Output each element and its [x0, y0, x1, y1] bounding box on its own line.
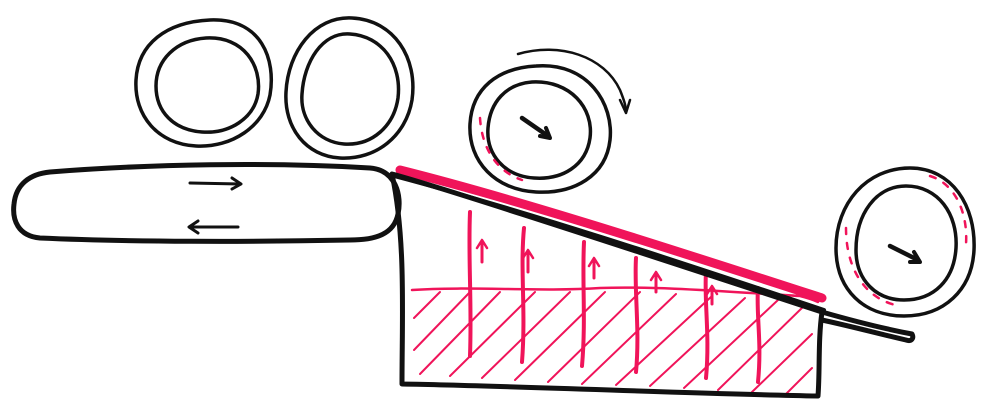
conveyor-belt — [14, 165, 399, 242]
roller-over-tray-arrow-icon — [522, 118, 550, 138]
roller-over-tray — [470, 50, 630, 192]
roller-top-left-1 — [136, 20, 271, 146]
inclined-tray — [392, 170, 913, 396]
tray-top-edge-pink — [400, 170, 822, 298]
belt-arrow-left-icon — [189, 221, 238, 233]
roller-right-arrow-icon — [890, 246, 920, 262]
roller-right — [836, 168, 974, 316]
roller-top-left-2 — [286, 18, 413, 158]
belt-arrow-right-icon — [190, 178, 241, 189]
tray-upward-arrows — [469, 212, 759, 382]
